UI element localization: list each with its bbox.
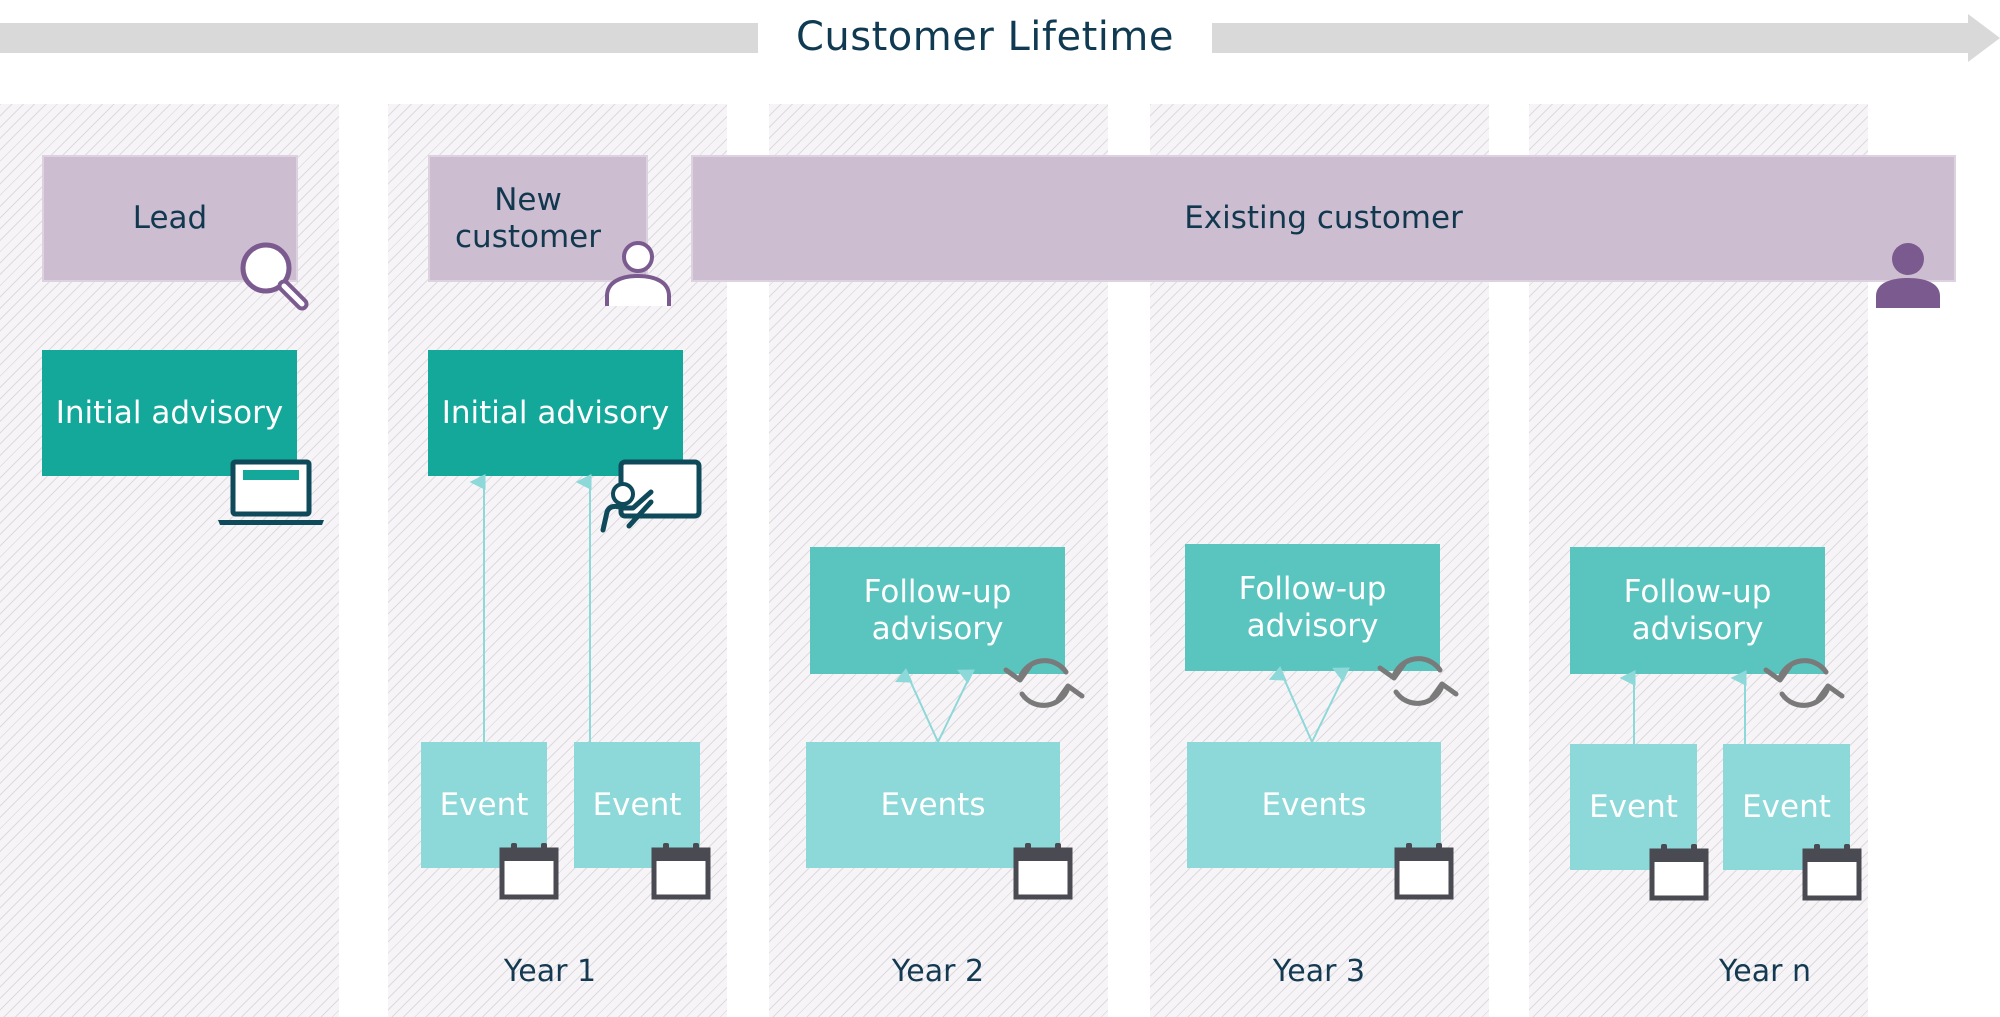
- stage-existing-customer: Existing customer: [691, 155, 1956, 282]
- calendar-icon: [1802, 844, 1862, 901]
- followup-advisory-year-3: Follow-up advisory: [1185, 544, 1440, 671]
- title-container: Customer Lifetime: [758, 0, 1212, 74]
- event-year-n-a: Event: [1570, 744, 1697, 870]
- calendar-icon: [651, 843, 711, 900]
- calendar-icon: [1394, 843, 1454, 900]
- initial-advisory-year-1: Initial advisory: [428, 350, 683, 476]
- events-year-2: Events: [806, 742, 1060, 868]
- year-label-1: Year 1: [503, 954, 597, 989]
- year-label-2: Year 2: [891, 954, 985, 989]
- arrow-events-3-left: [1268, 666, 1313, 743]
- timeline-arrow-head: [1968, 14, 2000, 62]
- presentation-icon: [600, 459, 702, 533]
- followup-advisory-year-2: Follow-up advisory: [810, 547, 1065, 674]
- arrow-events-2-left: [894, 668, 939, 743]
- timeline-arrow-left: [0, 23, 758, 53]
- arrow-events-2-right: [937, 669, 975, 743]
- year-label-3: Year 3: [1272, 954, 1366, 989]
- page-title: Customer Lifetime: [796, 14, 1174, 60]
- stage-new-customer: New customer: [428, 155, 648, 282]
- events-year-3: Events: [1187, 742, 1441, 868]
- year-label-n: Year n: [1718, 954, 1812, 989]
- arrow-events-3-right: [1311, 667, 1350, 743]
- laptop-icon: [218, 459, 324, 525]
- event-year-1-b: Event: [574, 742, 700, 868]
- timeline-arrow-right: [1212, 23, 1970, 53]
- refresh-cycle-icon: [1003, 658, 1085, 708]
- person-filled-icon: [1876, 243, 1940, 308]
- calendar-icon: [1649, 844, 1709, 901]
- calendar-icon: [1013, 843, 1073, 900]
- refresh-cycle-icon: [1763, 658, 1845, 708]
- initial-advisory-lead: Initial advisory: [42, 350, 297, 476]
- calendar-icon: [499, 843, 559, 900]
- magnifier-icon: [240, 242, 309, 311]
- event-year-1-a: Event: [421, 742, 547, 868]
- refresh-cycle-icon: [1377, 656, 1459, 706]
- followup-advisory-year-n: Follow-up advisory: [1570, 547, 1825, 674]
- person-outline-icon: [605, 241, 671, 306]
